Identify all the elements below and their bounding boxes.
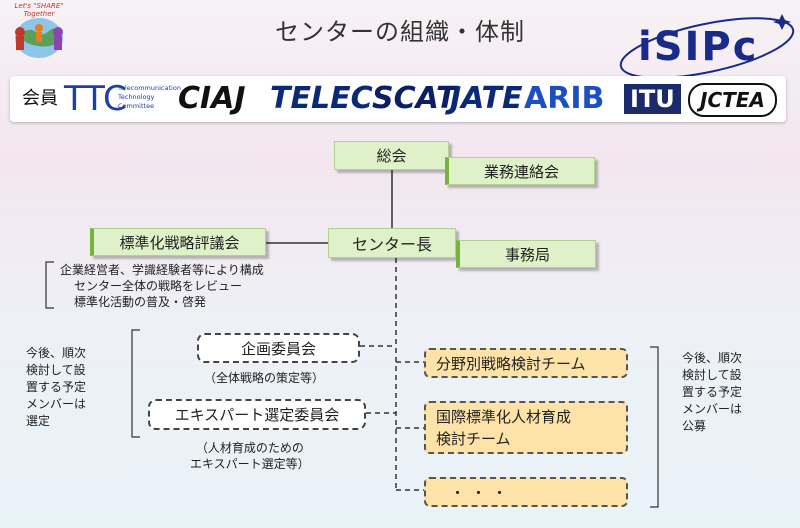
- expert-selection-committee-box: エキスパート選定委員会: [148, 399, 366, 430]
- page-title: センターの組織・体制: [275, 18, 525, 46]
- left-side-note: 今後、順次検討して設置する予定メンバーは選定: [26, 346, 87, 428]
- share-together-logo: Let's "SHARE" Together: [6, 2, 72, 60]
- scat-logo: SCAT: [372, 81, 457, 116]
- secretariat-box: 事務局: [456, 240, 596, 268]
- planning-committee-box: 企画委員会: [197, 333, 360, 363]
- general-assembly-box: 総会: [334, 141, 449, 170]
- isipc-logo-text: iSIPc: [638, 24, 759, 70]
- members-label: 会員: [22, 88, 58, 109]
- arib-logo: ARIB: [524, 81, 605, 116]
- ciaj-logo: CIAJ: [178, 81, 246, 116]
- field-strategy-team-box: 分野別戦略検討チーム: [424, 348, 628, 378]
- strategy-council-description: 企業経営者、学識経験者等により構成 センター全体の戦略をレビュー 標準化活動の普…: [60, 263, 264, 309]
- business-liaison-box: 業務連絡会: [445, 157, 595, 185]
- strategy-council-box: 標準化戦略評議会: [90, 228, 266, 256]
- jctea-logo: JCTEA: [688, 83, 777, 117]
- isipc-logo: iSIPc: [612, 10, 798, 82]
- logo-caption: Let's "SHARE" Together: [14, 2, 64, 18]
- jate-logo: JATE: [450, 81, 523, 116]
- itu-logo: ITU: [624, 84, 681, 114]
- ttc-logo: TTC: [64, 79, 127, 119]
- right-side-note: 今後、順次検討して設置する予定メンバーは公募: [682, 351, 743, 433]
- telec-logo: TELEC: [270, 81, 373, 116]
- intl-standardization-hr-team-box: 国際標準化人材育成 検討チーム: [424, 401, 628, 454]
- more-teams-box: ・・・: [424, 477, 628, 507]
- center-chief-box: センター長: [328, 228, 456, 258]
- expert-selection-description: （人材育成のための エキスパート選定等）: [190, 441, 310, 471]
- planning-committee-description: （全体戦略の策定等）: [204, 371, 325, 385]
